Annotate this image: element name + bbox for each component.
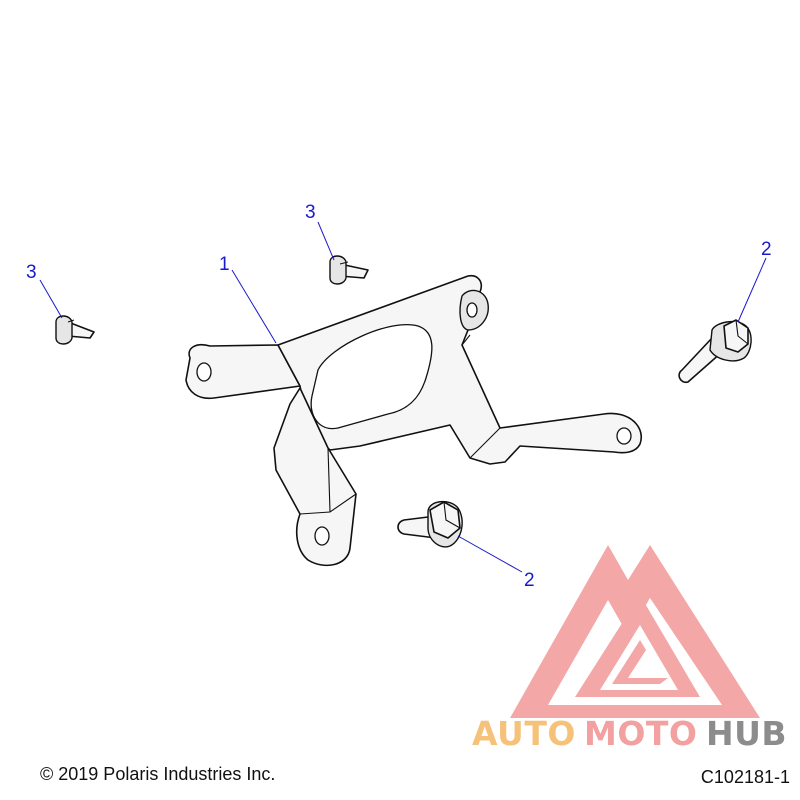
screw-left <box>55 315 95 345</box>
leader-2-lower <box>457 535 523 573</box>
watermark-word-moto: MOTO <box>584 714 698 753</box>
leader-1 <box>231 269 277 344</box>
callout-2-lower: 2 <box>524 570 535 591</box>
callout-1: 1 <box>219 254 230 275</box>
leader-lines <box>39 221 767 573</box>
callout-2-right: 2 <box>761 239 772 260</box>
flange-bolt-lower <box>397 501 463 548</box>
copyright-notice: © 2019 Polaris Industries Inc. <box>40 764 276 784</box>
figure-id: C102181-1 <box>700 767 790 787</box>
leader-3-left <box>39 279 63 319</box>
watermark-logo <box>510 545 760 718</box>
flange-bolt-right <box>678 319 752 384</box>
watermark-word-hub: HUB <box>706 714 788 753</box>
leader-2-right <box>737 257 767 323</box>
leader-3-top <box>317 221 335 261</box>
callout-3-top: 3 <box>305 202 316 223</box>
mounting-bracket <box>185 274 643 567</box>
watermark-word-auto: AUTO <box>472 714 576 753</box>
screw-top <box>329 255 369 285</box>
callout-3-left: 3 <box>26 262 37 283</box>
